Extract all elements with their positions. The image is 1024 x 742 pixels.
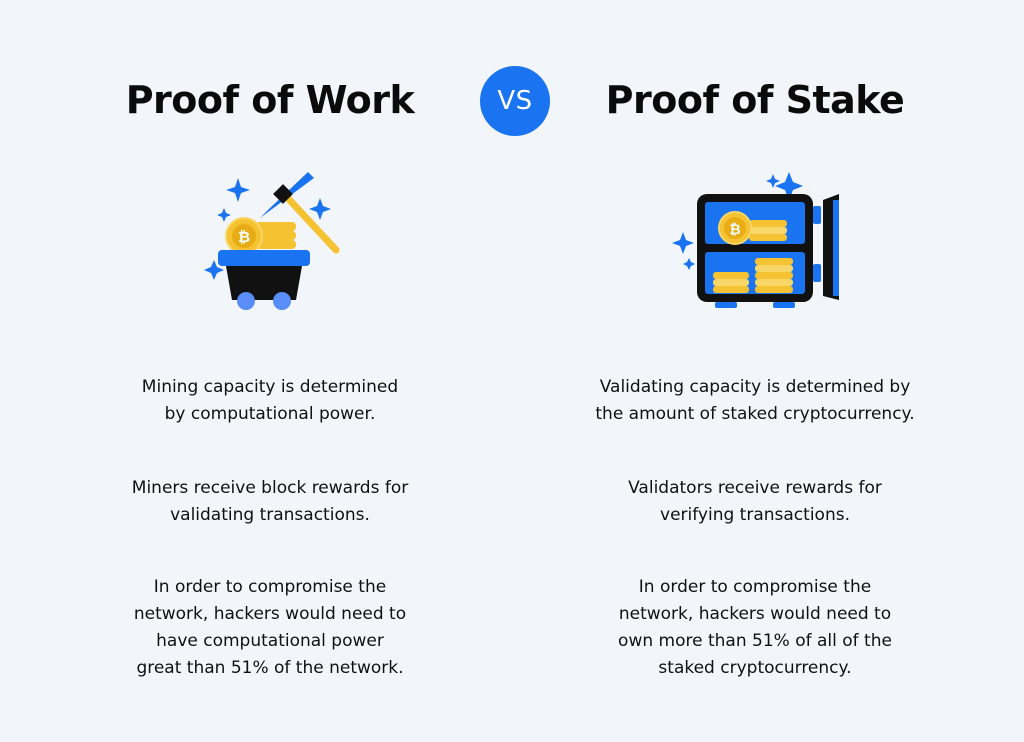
sparkle-icon	[226, 178, 250, 202]
svg-text:₿: ₿	[729, 222, 740, 238]
vault-with-coins-icon: ₿	[665, 160, 839, 320]
pow-point-2: Miners receive block rewards for validat…	[131, 478, 409, 525]
sparkle-icon	[775, 172, 803, 200]
vs-badge: VS	[480, 66, 550, 136]
sparkle-icon	[766, 174, 780, 188]
pos-point-2: Validators receive rewards for verifying…	[628, 478, 882, 525]
proof-of-stake-title: Proof of Stake	[605, 78, 905, 122]
sparkle-icon	[204, 260, 224, 280]
proof-of-work-title: Proof of Work	[125, 78, 415, 122]
pow-point-1: Mining capacity is determined by computa…	[141, 377, 399, 424]
sparkle-icon	[309, 198, 331, 220]
sparkle-icon	[217, 208, 231, 222]
sparkle-icon	[672, 232, 694, 254]
svg-text:₿: ₿	[238, 228, 250, 246]
pow-point-3: In order to compromise the network, hack…	[133, 577, 407, 678]
pos-point-1: Validating capacity is determined by the…	[595, 377, 915, 424]
sparkle-icon	[683, 258, 695, 270]
pos-point-3: In order to compromise the network, hack…	[618, 577, 892, 678]
mining-cart-with-pickaxe-icon: ₿	[196, 160, 356, 320]
